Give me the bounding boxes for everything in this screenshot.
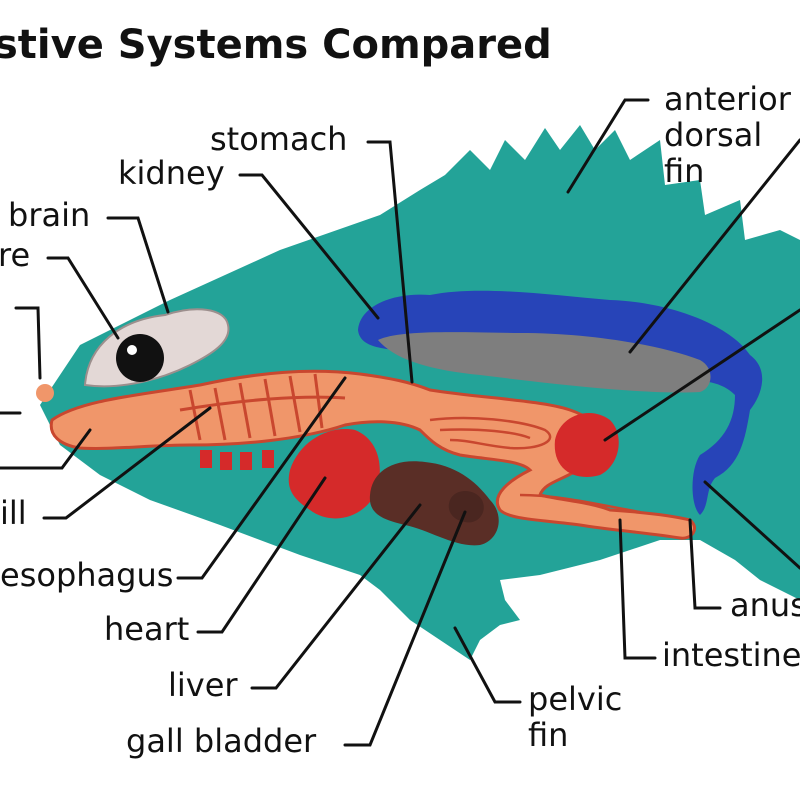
leader-anus: [688, 518, 722, 610]
gall-bladder-organ: [448, 491, 484, 523]
gill-ribs: [179, 373, 346, 441]
leader-esophagus: [176, 376, 347, 580]
nostril: [36, 384, 54, 402]
label-pelvic-line2: fin: [528, 715, 569, 754]
label-liver: liver: [168, 666, 238, 704]
label-gill: ill: [0, 494, 27, 532]
gonad-organ: [554, 412, 619, 477]
liver-organ: [369, 461, 499, 546]
intestine-coils: [429, 416, 641, 514]
label-intestine: intestine: [662, 636, 800, 674]
label-stomach: stomach: [210, 120, 348, 158]
label-brain: brain: [8, 196, 91, 234]
leader-gall-bladder: [343, 510, 467, 747]
leader-lines: [0, 98, 800, 747]
label-esophagus: esophagus: [0, 556, 174, 594]
leader-kidney-tail: [703, 480, 800, 570]
eye-highlight: [127, 345, 137, 355]
leader-nostril: [14, 306, 42, 380]
label-anterior-line2: dorsal: [664, 115, 763, 154]
leader-intestine: [618, 518, 657, 660]
leader-stomach: [366, 140, 414, 384]
label-eye-partial: re: [0, 236, 31, 274]
gill-arches: [200, 450, 274, 470]
label-heart: heart: [104, 610, 190, 648]
leader-jaw: [0, 428, 92, 470]
label-kidney: kidney: [118, 154, 225, 192]
label-anterior-line3: fin: [664, 151, 705, 190]
leader-dorsal: [628, 138, 800, 354]
label-anterior-dorsal-fin: anterior dorsal fin: [664, 80, 791, 190]
label-anterior-line1: anterior: [664, 80, 791, 118]
leader-kidney: [238, 173, 380, 320]
label-anus: anus: [730, 586, 800, 624]
leader-brain: [106, 216, 170, 314]
leader-eye: [46, 256, 120, 340]
label-pelvic-line1: pelvic: [528, 680, 623, 718]
leader-pelvic: [453, 626, 522, 704]
eye: [116, 334, 164, 382]
diagram-title: stive Systems Compared: [0, 22, 552, 68]
label-gall-bladder: gall bladder: [126, 722, 317, 760]
leader-red-organ: [603, 308, 800, 442]
leader-liver: [250, 503, 422, 690]
leader-anterior-fin: [566, 98, 650, 194]
label-pelvic-fin: pelvic fin: [528, 680, 623, 754]
leader-gill: [42, 406, 212, 520]
leader-heart: [196, 476, 327, 634]
stomach-gray-band: [378, 332, 711, 393]
